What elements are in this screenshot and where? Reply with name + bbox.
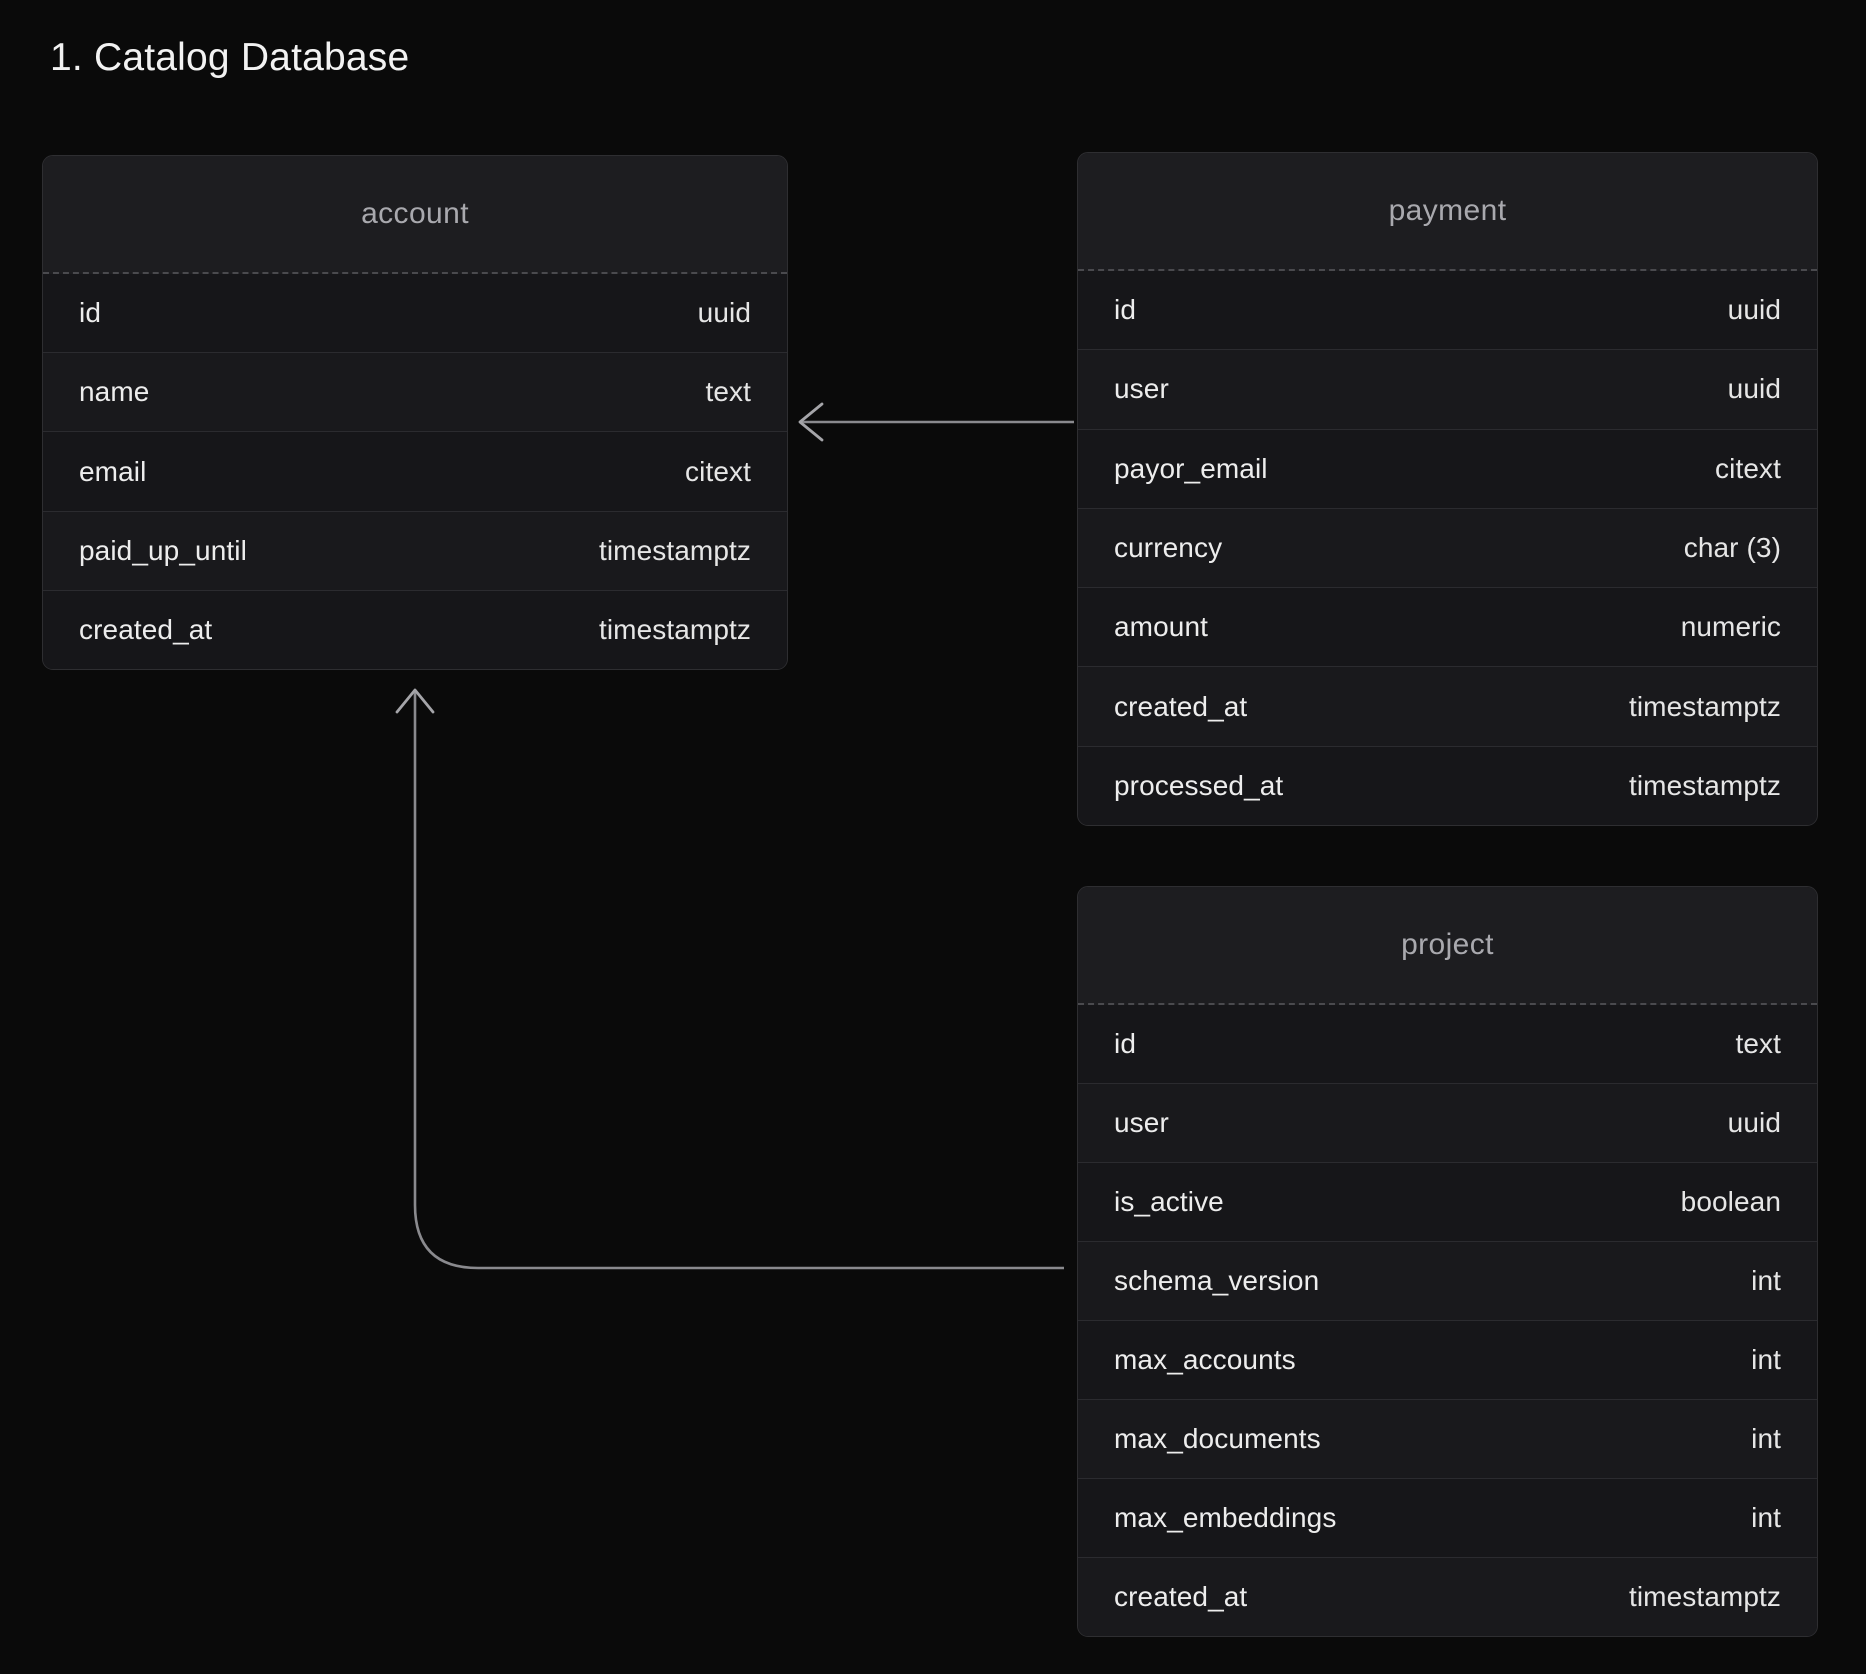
er-column-type: timestamptz xyxy=(598,613,751,645)
er-column-type: citext xyxy=(685,455,751,487)
er-column-type: int xyxy=(1751,1423,1781,1454)
page-title: 1. Catalog Database xyxy=(50,36,410,79)
er-column-type: uuid xyxy=(1727,373,1781,405)
er-column-row[interactable]: created_at timestamptz xyxy=(1078,667,1817,747)
er-column-row[interactable]: paid_up_until timestamptz xyxy=(43,511,787,591)
er-column-name: max_embeddings xyxy=(1114,1502,1337,1533)
relationship-payment-to-account xyxy=(798,402,1074,442)
er-column-name: user xyxy=(1114,373,1169,405)
er-column-name: created_at xyxy=(79,613,213,645)
er-table-title: account xyxy=(361,197,469,230)
er-column-name: user xyxy=(1114,1107,1169,1138)
er-table-payment[interactable]: payment id uuid user uuid payor_email ci… xyxy=(1077,152,1818,826)
er-column-row[interactable]: max_embeddings int xyxy=(1078,1479,1817,1558)
er-column-name: created_at xyxy=(1114,1581,1248,1612)
er-column-name: max_documents xyxy=(1114,1423,1321,1454)
er-table-rows: id uuid name text email citext paid_up_u… xyxy=(43,274,787,669)
er-table-rows: id uuid user uuid payor_email citext cur… xyxy=(1078,271,1817,825)
er-column-type: uuid xyxy=(1727,294,1781,326)
er-table-title: payment xyxy=(1388,194,1507,227)
er-column-row[interactable]: max_accounts int xyxy=(1078,1321,1817,1400)
er-column-type: int xyxy=(1751,1344,1781,1375)
er-column-row[interactable]: user uuid xyxy=(1078,1084,1817,1163)
er-column-row[interactable]: currency char (3) xyxy=(1078,508,1817,589)
er-column-type: int xyxy=(1751,1502,1781,1533)
er-column-type: char (3) xyxy=(1683,531,1781,563)
er-column-name: paid_up_until xyxy=(79,534,247,566)
er-column-row[interactable]: email citext xyxy=(43,432,787,512)
er-column-type: text xyxy=(1735,1028,1781,1059)
er-column-type: numeric xyxy=(1680,611,1781,643)
er-column-row[interactable]: payor_email citext xyxy=(1078,429,1817,509)
er-column-name: max_accounts xyxy=(1114,1344,1296,1375)
er-column-name: id xyxy=(79,297,101,329)
er-column-row[interactable]: created_at timestamptz xyxy=(1078,1558,1817,1636)
er-table-project[interactable]: project id text user uuid is_active bool… xyxy=(1077,886,1818,1637)
er-column-name: email xyxy=(79,455,147,487)
er-column-type: uuid xyxy=(1727,1107,1781,1138)
er-column-row[interactable]: processed_at timestamptz xyxy=(1078,746,1817,825)
er-column-name: created_at xyxy=(1114,690,1248,722)
er-column-name: name xyxy=(79,376,150,408)
er-table-header-payment: payment xyxy=(1078,153,1817,271)
er-column-type: citext xyxy=(1715,452,1781,484)
er-column-name: id xyxy=(1114,294,1136,326)
er-table-header-project: project xyxy=(1078,887,1817,1005)
er-column-type: timestamptz xyxy=(598,534,751,566)
er-column-type: uuid xyxy=(697,297,751,329)
er-column-name: processed_at xyxy=(1114,769,1284,801)
er-column-row[interactable]: max_documents int xyxy=(1078,1400,1817,1479)
er-column-row[interactable]: id uuid xyxy=(43,274,787,354)
er-table-header-account: account xyxy=(43,156,787,274)
er-column-name: currency xyxy=(1114,531,1223,563)
er-column-type: timestamptz xyxy=(1628,769,1781,801)
er-column-type: timestamptz xyxy=(1628,690,1781,722)
er-column-name: payor_email xyxy=(1114,452,1268,484)
er-table-rows: id text user uuid is_active boolean sche… xyxy=(1078,1005,1817,1636)
er-column-row[interactable]: created_at timestamptz xyxy=(43,590,787,669)
er-column-type: int xyxy=(1751,1265,1781,1296)
er-table-title: project xyxy=(1401,928,1494,961)
er-column-name: is_active xyxy=(1114,1186,1224,1217)
er-column-row[interactable]: is_active boolean xyxy=(1078,1163,1817,1242)
er-column-row[interactable]: name text xyxy=(43,353,787,433)
er-column-type: boolean xyxy=(1680,1186,1781,1217)
er-column-row[interactable]: id text xyxy=(1078,1005,1817,1084)
er-column-type: timestamptz xyxy=(1628,1581,1781,1612)
er-table-account[interactable]: account id uuid name text email citext p… xyxy=(42,155,788,670)
relationship-project-to-account xyxy=(395,688,1064,1270)
er-column-type: text xyxy=(705,376,751,408)
er-column-name: amount xyxy=(1114,611,1208,643)
er-column-row[interactable]: schema_version int xyxy=(1078,1242,1817,1321)
er-column-row[interactable]: amount numeric xyxy=(1078,588,1817,668)
er-column-name: schema_version xyxy=(1114,1265,1320,1296)
er-column-row[interactable]: user uuid xyxy=(1078,350,1817,430)
er-column-row[interactable]: id uuid xyxy=(1078,271,1817,351)
er-column-name: id xyxy=(1114,1028,1136,1059)
